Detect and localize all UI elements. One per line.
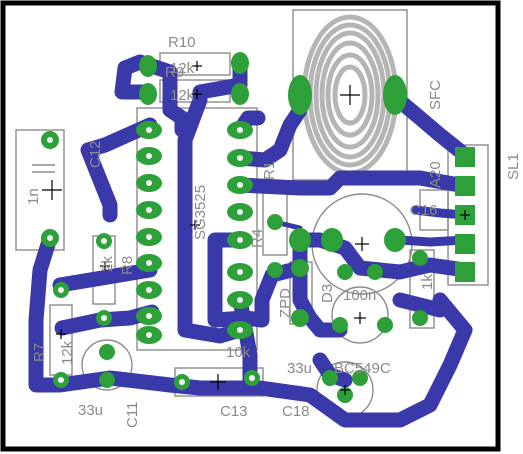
trace-d3 bbox=[292, 232, 348, 338]
label-12k-r10: 12k bbox=[170, 60, 195, 77]
label-2k: 2k bbox=[99, 256, 116, 272]
label-r9: R9 bbox=[165, 64, 184, 81]
r1k-body bbox=[409, 249, 435, 329]
label-a20: A20 bbox=[427, 161, 444, 188]
label-ic: SG3525 bbox=[192, 185, 209, 240]
trace-c12 bbox=[80, 117, 158, 223]
trace-mid-right bbox=[232, 170, 473, 196]
label-sl1: SL1 bbox=[505, 153, 522, 180]
label-r1: R1 bbox=[261, 161, 278, 180]
label-d3: D3 bbox=[319, 284, 336, 303]
trace-c16 bbox=[395, 235, 470, 247]
label-c11: C11 bbox=[124, 402, 141, 428]
label-bc549c: BC549C bbox=[334, 360, 391, 377]
board-outline bbox=[0, 0, 501, 452]
label-100n: 100n bbox=[343, 287, 376, 304]
label-1k: 1k bbox=[419, 274, 436, 290]
label-12k-r9: 12k bbox=[170, 87, 195, 104]
ic-pads-left bbox=[136, 121, 162, 344]
label-c13: C13 bbox=[220, 403, 248, 420]
trace-bottom-loop bbox=[28, 230, 473, 428]
trace-top-left bbox=[114, 54, 196, 138]
c11-outline bbox=[81, 339, 133, 391]
label-c16: C16 bbox=[410, 202, 438, 219]
label-r7: R7 bbox=[31, 343, 48, 362]
ic-pads-right bbox=[227, 121, 253, 339]
label-r10: R10 bbox=[168, 34, 196, 51]
trace-inductor-right bbox=[387, 89, 473, 163]
label-r4: R4 bbox=[249, 229, 266, 248]
trace-r8 bbox=[52, 262, 158, 293]
trace-ic-center bbox=[177, 54, 248, 344]
label-c12: C12 bbox=[87, 140, 104, 168]
copper-traces bbox=[28, 54, 473, 428]
trace-cap-right bbox=[292, 232, 473, 280]
label-33u-c18: 33u bbox=[287, 360, 312, 377]
label-12k-r7: 12k bbox=[59, 340, 76, 365]
label-1n: 1n bbox=[25, 188, 42, 205]
trace-r1 bbox=[392, 292, 448, 318]
origin-markers bbox=[42, 61, 470, 395]
label-33u-c11: 33u bbox=[78, 402, 103, 419]
label-10k: 10k bbox=[226, 344, 251, 361]
component-labels: R10 12k R9 12k C12 1n SG3525 R8 2k R7 12… bbox=[25, 34, 522, 428]
label-c18: C18 bbox=[282, 403, 310, 420]
cap-100n-outline bbox=[331, 286, 389, 344]
trace-ic-bottom-right bbox=[207, 232, 308, 328]
component-pads bbox=[41, 52, 475, 403]
label-zpd: ZPD bbox=[277, 288, 294, 318]
label-r8: R8 bbox=[119, 256, 136, 275]
label-sfc: SFC bbox=[427, 80, 444, 110]
